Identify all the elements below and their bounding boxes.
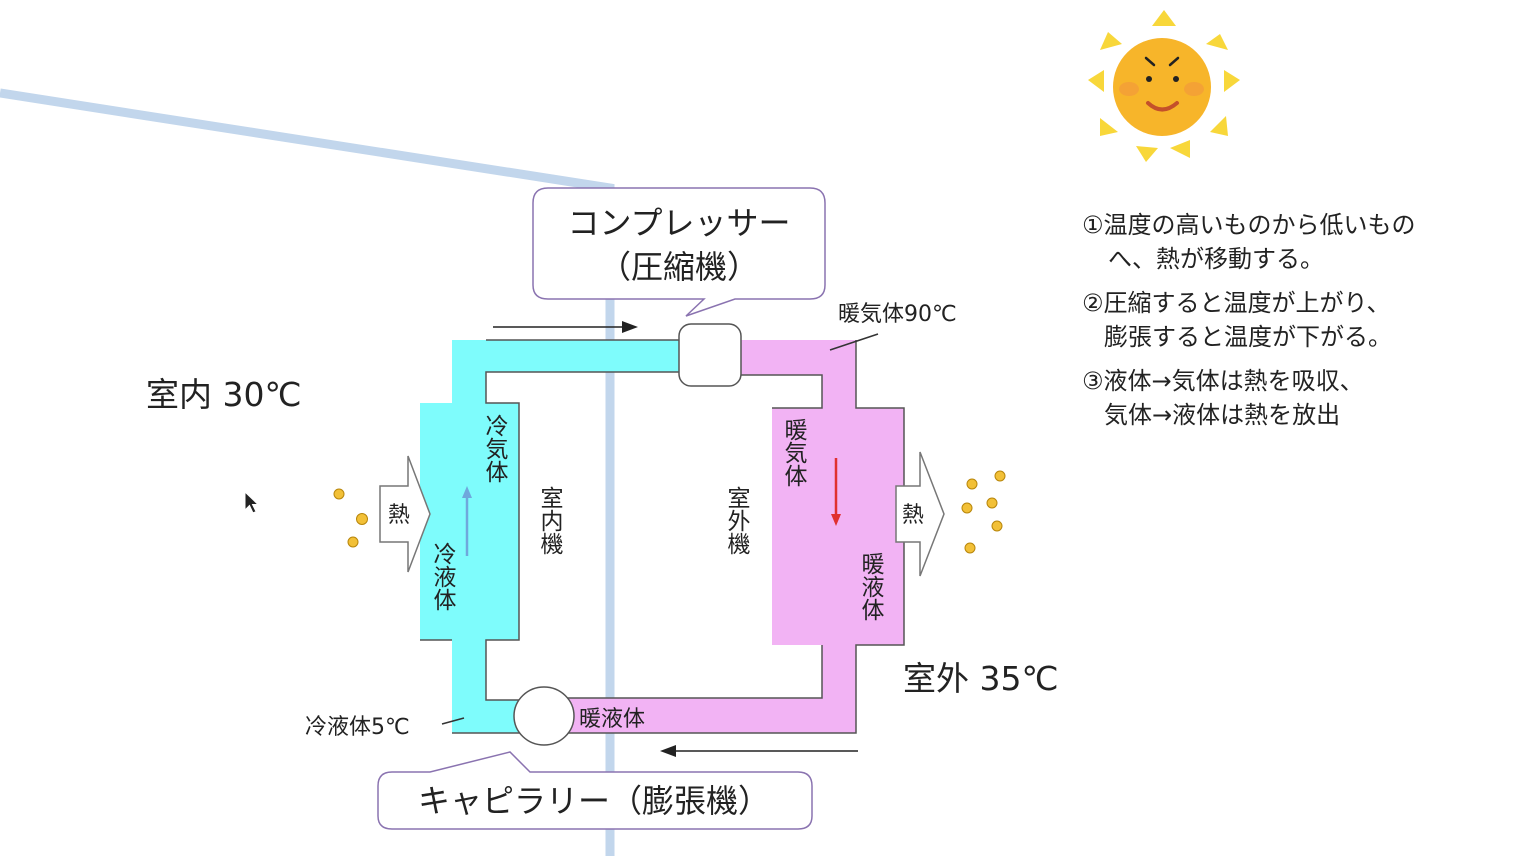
note-2: ②圧縮すると温度が上がり、 膨張すると温度が下がる。 [1082,286,1502,354]
compressor-callout [532,187,826,317]
outdoor-unit-label: 室外機 [723,486,751,555]
warm-liquid-coil-label: 暖液体 [857,552,885,621]
principles-notes: ①温度の高いものから低いもの へ、熱が移動する。 ②圧縮すると温度が上がり、 膨… [1082,208,1502,442]
mouse-cursor-icon [244,490,260,514]
note-1: ①温度の高いものから低いもの へ、熱が移動する。 [1082,208,1502,276]
indoor-coil-circuit [420,339,682,734]
smiling-sun-icon [1088,10,1240,162]
note-1-line-2: へ、熱が移動する。 [1108,245,1324,273]
note-3: ③液体→気体は熱を吸収、 気体→液体は熱を放出 [1082,364,1502,432]
note-1-line-1: ①温度の高いものから低いもの [1082,211,1416,239]
cold-liquid-label: 冷液体 [429,542,457,611]
warm-gas-label: 暖気体 [780,418,808,487]
cold-pipe [420,340,682,733]
note-3-line-2: 気体→液体は熱を放出 [1104,401,1341,429]
warm-pipe [560,340,904,733]
capillary-title: キャピラリー（膨張機） [418,782,770,820]
note-3-line-1: ③液体→気体は熱を吸収、 [1082,367,1364,395]
outdoor-temp-label: 室外 35℃ [903,659,1059,698]
compressor-title: コンプレッサー [567,204,790,242]
warm-liquid-label: 暖液体 [579,707,645,732]
capillary-callout [377,751,813,830]
indoor-temp-label: 室内 30℃ [146,375,302,414]
heat-label-left: 熱 [388,503,410,528]
cold-gas-label: 冷気体 [481,414,509,483]
heat-arrow-right: 熱 [895,451,945,577]
compressor-subtitle: （圧縮機） [599,248,759,286]
note-2-line-2: 膨張すると温度が下がる。 [1104,323,1392,351]
note-2-line-1: ②圧縮すると温度が上がり、 [1082,289,1391,317]
heat-arrow-left: 熱 [379,455,431,573]
capillary-circle [513,686,575,746]
indoor-unit-label: 室内機 [536,486,564,555]
cold-liquid-temp-label: 冷液体5℃ [305,715,410,740]
heat-dots-left [333,488,368,548]
outdoor-coil-circuit [560,333,905,734]
compressor-box [678,323,742,387]
warm-gas-temp-label: 暖気体90℃ [838,302,957,327]
heat-dots-right [961,470,1006,554]
heat-label-right: 熱 [902,503,924,528]
